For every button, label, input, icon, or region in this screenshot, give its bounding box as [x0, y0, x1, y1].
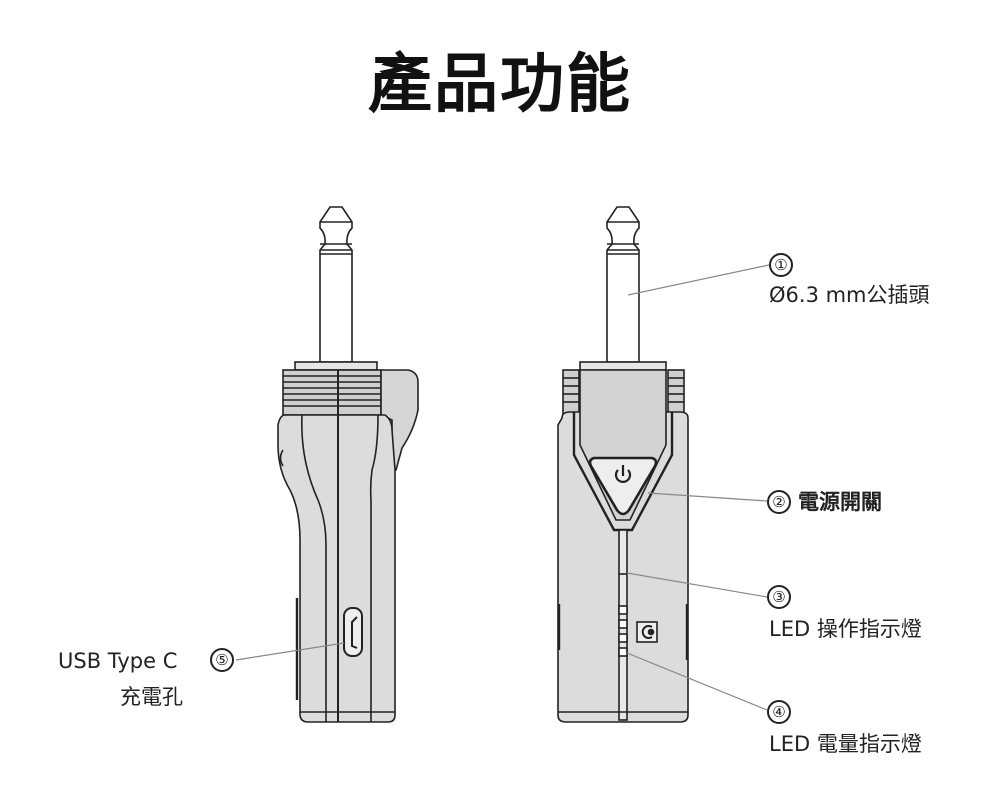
- power-icon: [614, 465, 632, 483]
- callout-label-charging-port: 充電孔: [120, 685, 183, 709]
- callout-number-5: ⑤: [210, 648, 234, 672]
- callout-number-3: ③: [767, 585, 791, 609]
- usb-c-port: [343, 607, 363, 657]
- callout-number-1: ①: [769, 253, 793, 277]
- right-plug: [606, 206, 640, 363]
- callout-number-2: ②: [767, 490, 791, 514]
- left-device-side-view: [277, 206, 419, 723]
- power-button: [588, 456, 658, 516]
- callout-label-plug: Ø6.3 mm公插頭: [769, 283, 930, 307]
- battery-led-segments: [618, 605, 628, 657]
- leader-lines: [235, 264, 770, 711]
- callout-label-power-switch: 電源開關: [798, 490, 882, 514]
- callout-label-battery-led: LED 電量指示燈: [769, 732, 922, 756]
- wireless-icon: [636, 621, 658, 643]
- callout-label-operation-led: LED 操作指示燈: [769, 617, 922, 641]
- callout-number-4: ④: [767, 700, 791, 724]
- right-device-front-view: [557, 206, 689, 723]
- left-threaded-collar: [282, 369, 382, 416]
- callout-label-usb-type-c: USB Type C: [58, 649, 178, 673]
- page-title: 產品功能: [368, 48, 632, 122]
- left-plug: [319, 206, 353, 363]
